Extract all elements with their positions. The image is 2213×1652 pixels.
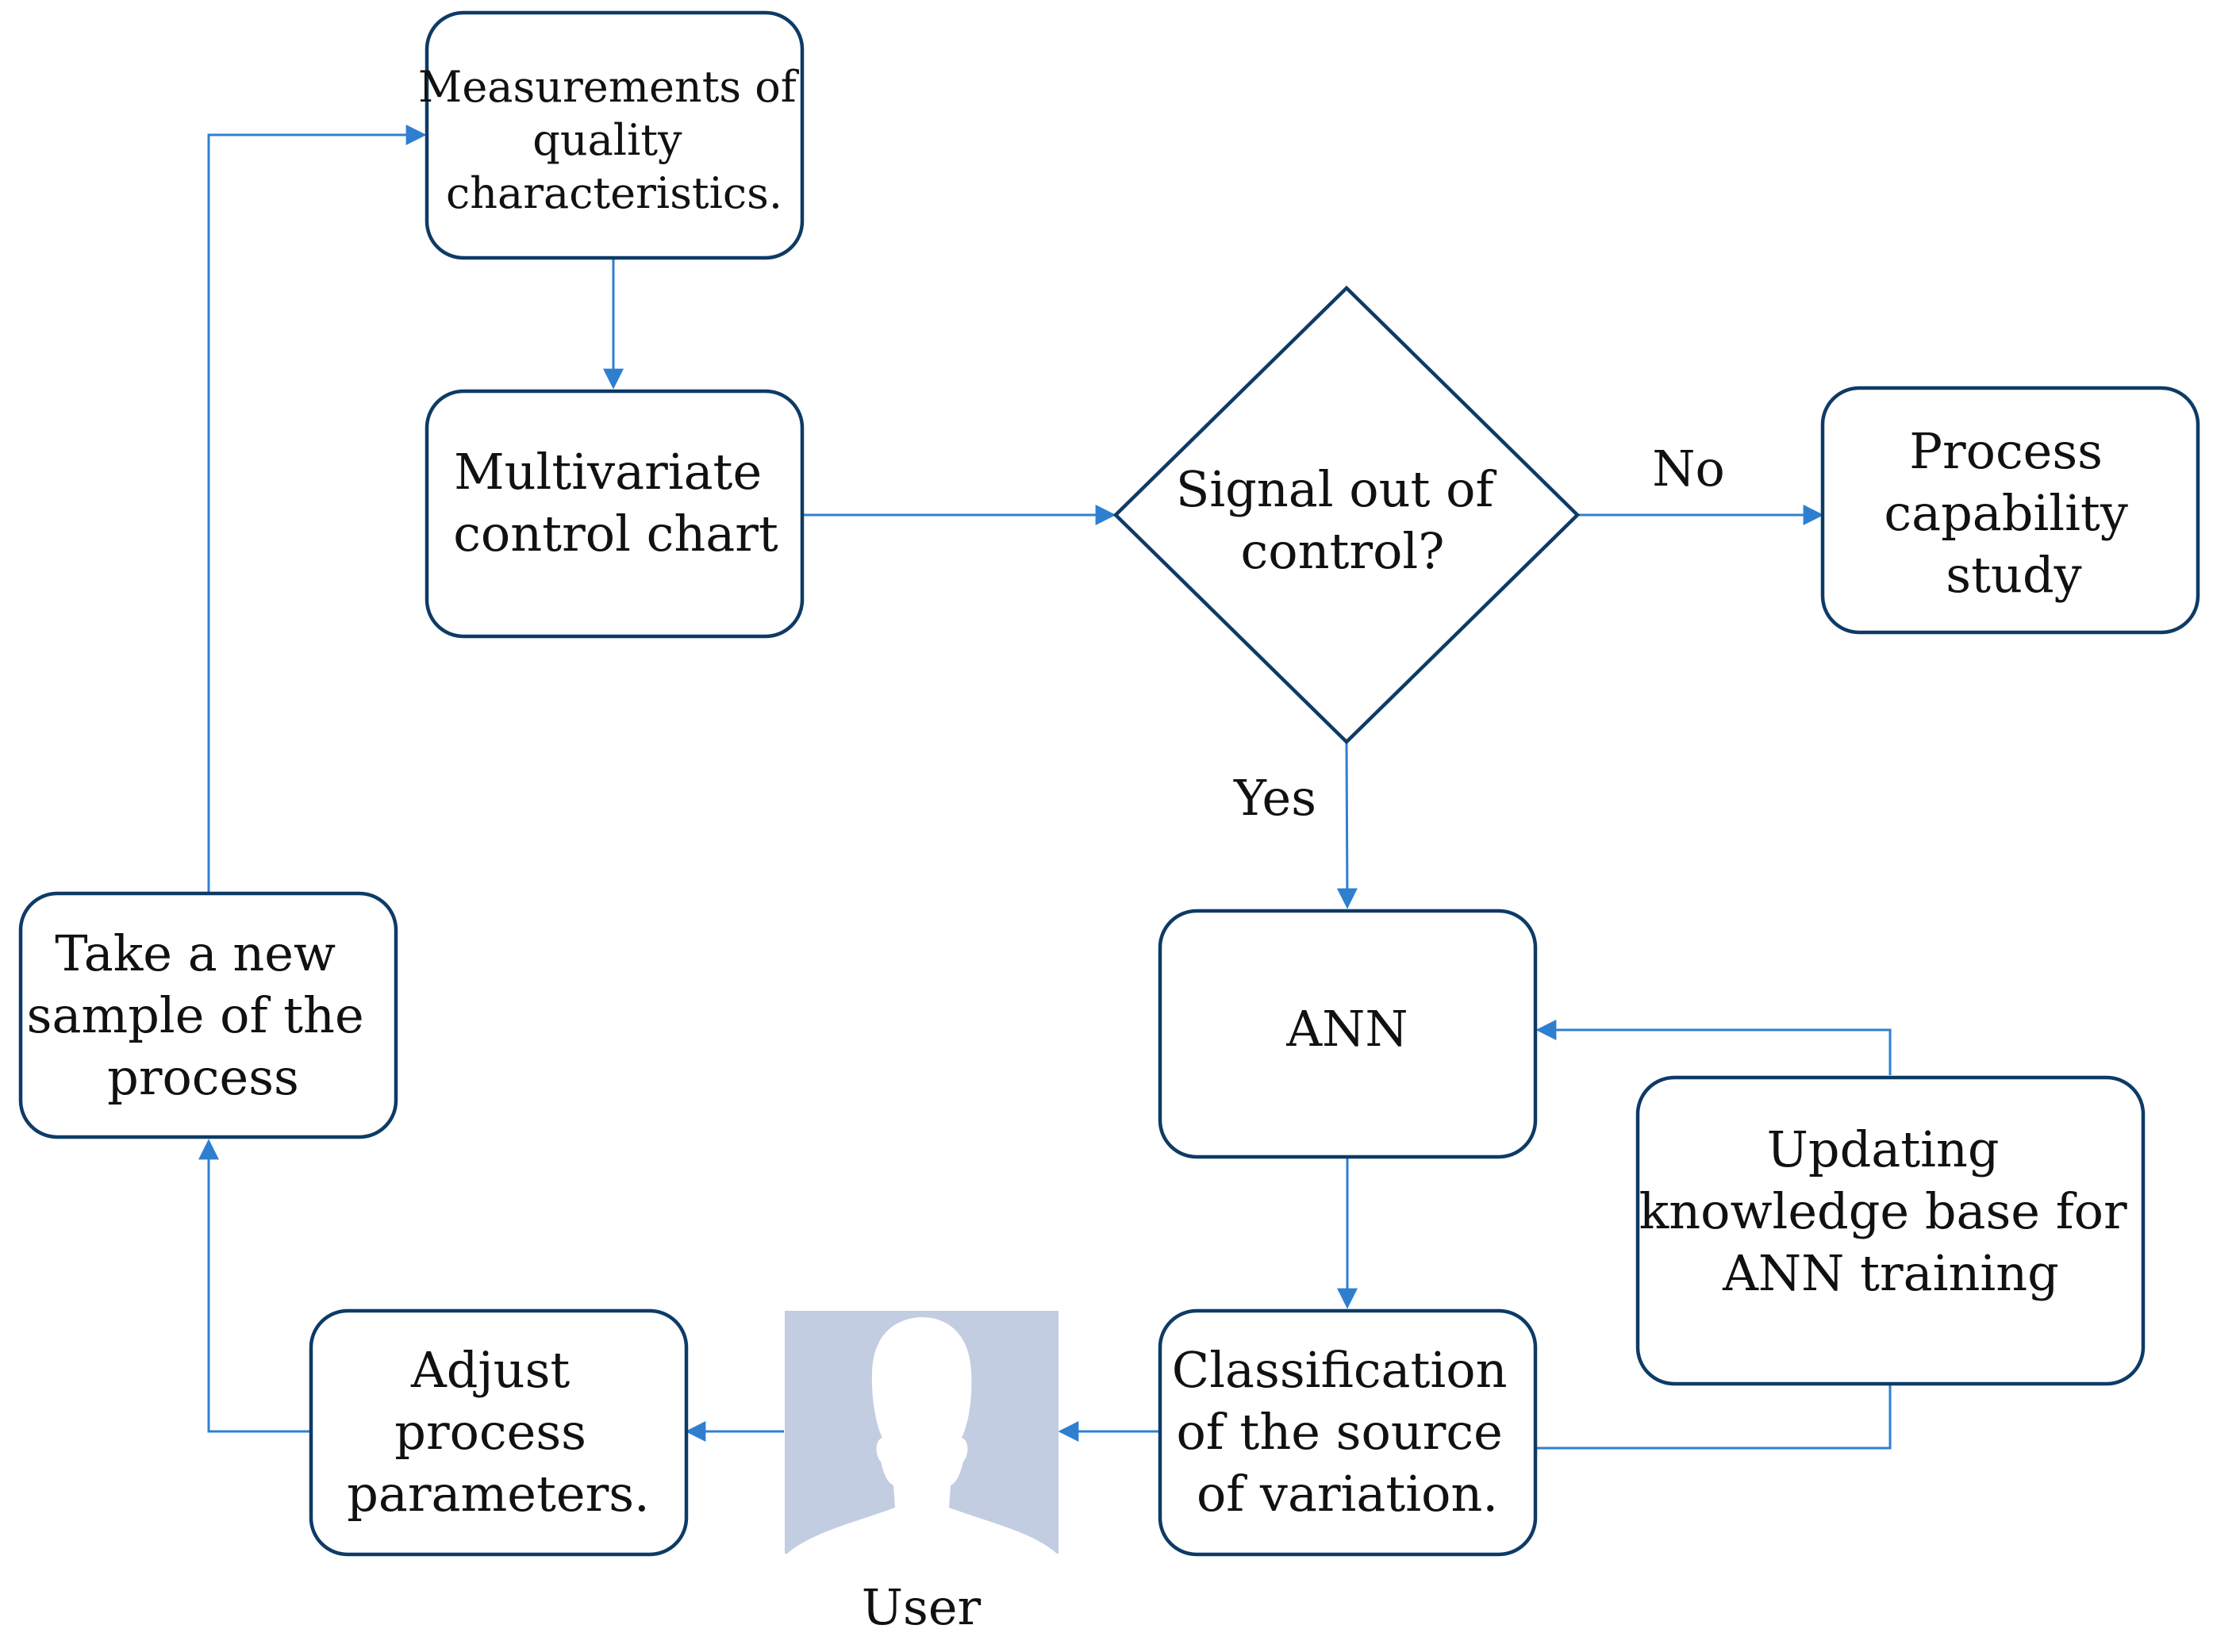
edge-label-yes: Yes	[1233, 769, 1316, 827]
classification-line-2: of the source	[1176, 1403, 1502, 1461]
updating-node: Updating knowledge base for ANN training	[1635, 1075, 2146, 1386]
adjust-line-3: parameters.	[347, 1465, 650, 1523]
new-sample-line-3: process	[107, 1048, 299, 1106]
svg-text:Adjust process par: Adjust process parameters.	[347, 1341, 650, 1523]
connector-adjust-to-sample	[198, 1139, 309, 1433]
connector-updating-to-ann	[1535, 1020, 1892, 1075]
user-silhouette-icon	[785, 1311, 1058, 1554]
updating-line-3: ANN training	[1722, 1244, 2059, 1302]
svg-text:User: User	[862, 1578, 982, 1636]
measurements-line-3: characteristics.	[446, 168, 782, 218]
decision-node: Signal out of control?	[1112, 285, 1581, 745]
capability-line-2: capability	[1884, 484, 2127, 542]
adjust-node: Adjust process parameters.	[309, 1308, 689, 1557]
connectors	[198, 125, 1892, 1450]
connector-sample-to-measurements	[207, 125, 427, 892]
capability-node: Process capability study	[1820, 386, 2200, 635]
updating-line-2: knowledge base for	[1639, 1182, 2127, 1240]
new-sample-line-1: Take a new	[55, 924, 336, 982]
new-sample-line-2: sample of the	[27, 986, 364, 1044]
ann-label: ANN	[1285, 1000, 1408, 1058]
user-label: User	[862, 1578, 982, 1636]
decision-line-1: Signal out of	[1176, 460, 1497, 518]
svg-text:Multivariate control cha: Multivariate control chart	[453, 443, 778, 563]
edge-label-no: No	[1652, 440, 1725, 498]
measurements-line-1: Measurements of	[418, 62, 800, 112]
connector-classification-to-updating	[1536, 1385, 1892, 1450]
control-chart-line-1: Multivariate	[454, 443, 762, 501]
decision-line-2: control?	[1241, 522, 1445, 580]
control-chart-node: Multivariate control chart	[425, 389, 805, 639]
svg-text:Process capability: Process capability study	[1884, 422, 2143, 604]
measurements-line-2: quality	[532, 115, 682, 165]
svg-text:Classification of the so: Classification of the source of variatio…	[1172, 1341, 1523, 1523]
capability-line-3: study	[1946, 546, 2081, 604]
svg-text:Measurements of quality: Measurements of quality characteristics.	[418, 62, 810, 218]
classification-line-1: Classification	[1172, 1341, 1508, 1399]
classification-line-3: of variation.	[1197, 1465, 1498, 1523]
control-chart-line-2: control chart	[453, 505, 778, 563]
svg-text:Updating knowledge base: Updating knowledge base for ANN training	[1639, 1120, 2143, 1302]
svg-text:Signal out of control?: Signal out of control?	[1176, 460, 1509, 580]
measurements-node: Measurements of quality characteristics.	[418, 10, 810, 260]
ann-node: ANN	[1158, 909, 1538, 1159]
adjust-line-2: process	[394, 1403, 586, 1461]
svg-text:ANN: ANN	[1285, 1000, 1408, 1058]
classification-node: Classification of the source of variatio…	[1158, 1308, 1538, 1557]
svg-text:Take a new sample of the: Take a new sample of the process	[27, 924, 380, 1106]
user-node: User	[785, 1311, 1058, 1636]
adjust-line-1: Adjust	[410, 1341, 570, 1399]
capability-line-1: Process	[1909, 422, 2103, 480]
updating-line-1: Updating	[1767, 1120, 2000, 1178]
new-sample-node: Take a new sample of the process	[18, 891, 398, 1139]
